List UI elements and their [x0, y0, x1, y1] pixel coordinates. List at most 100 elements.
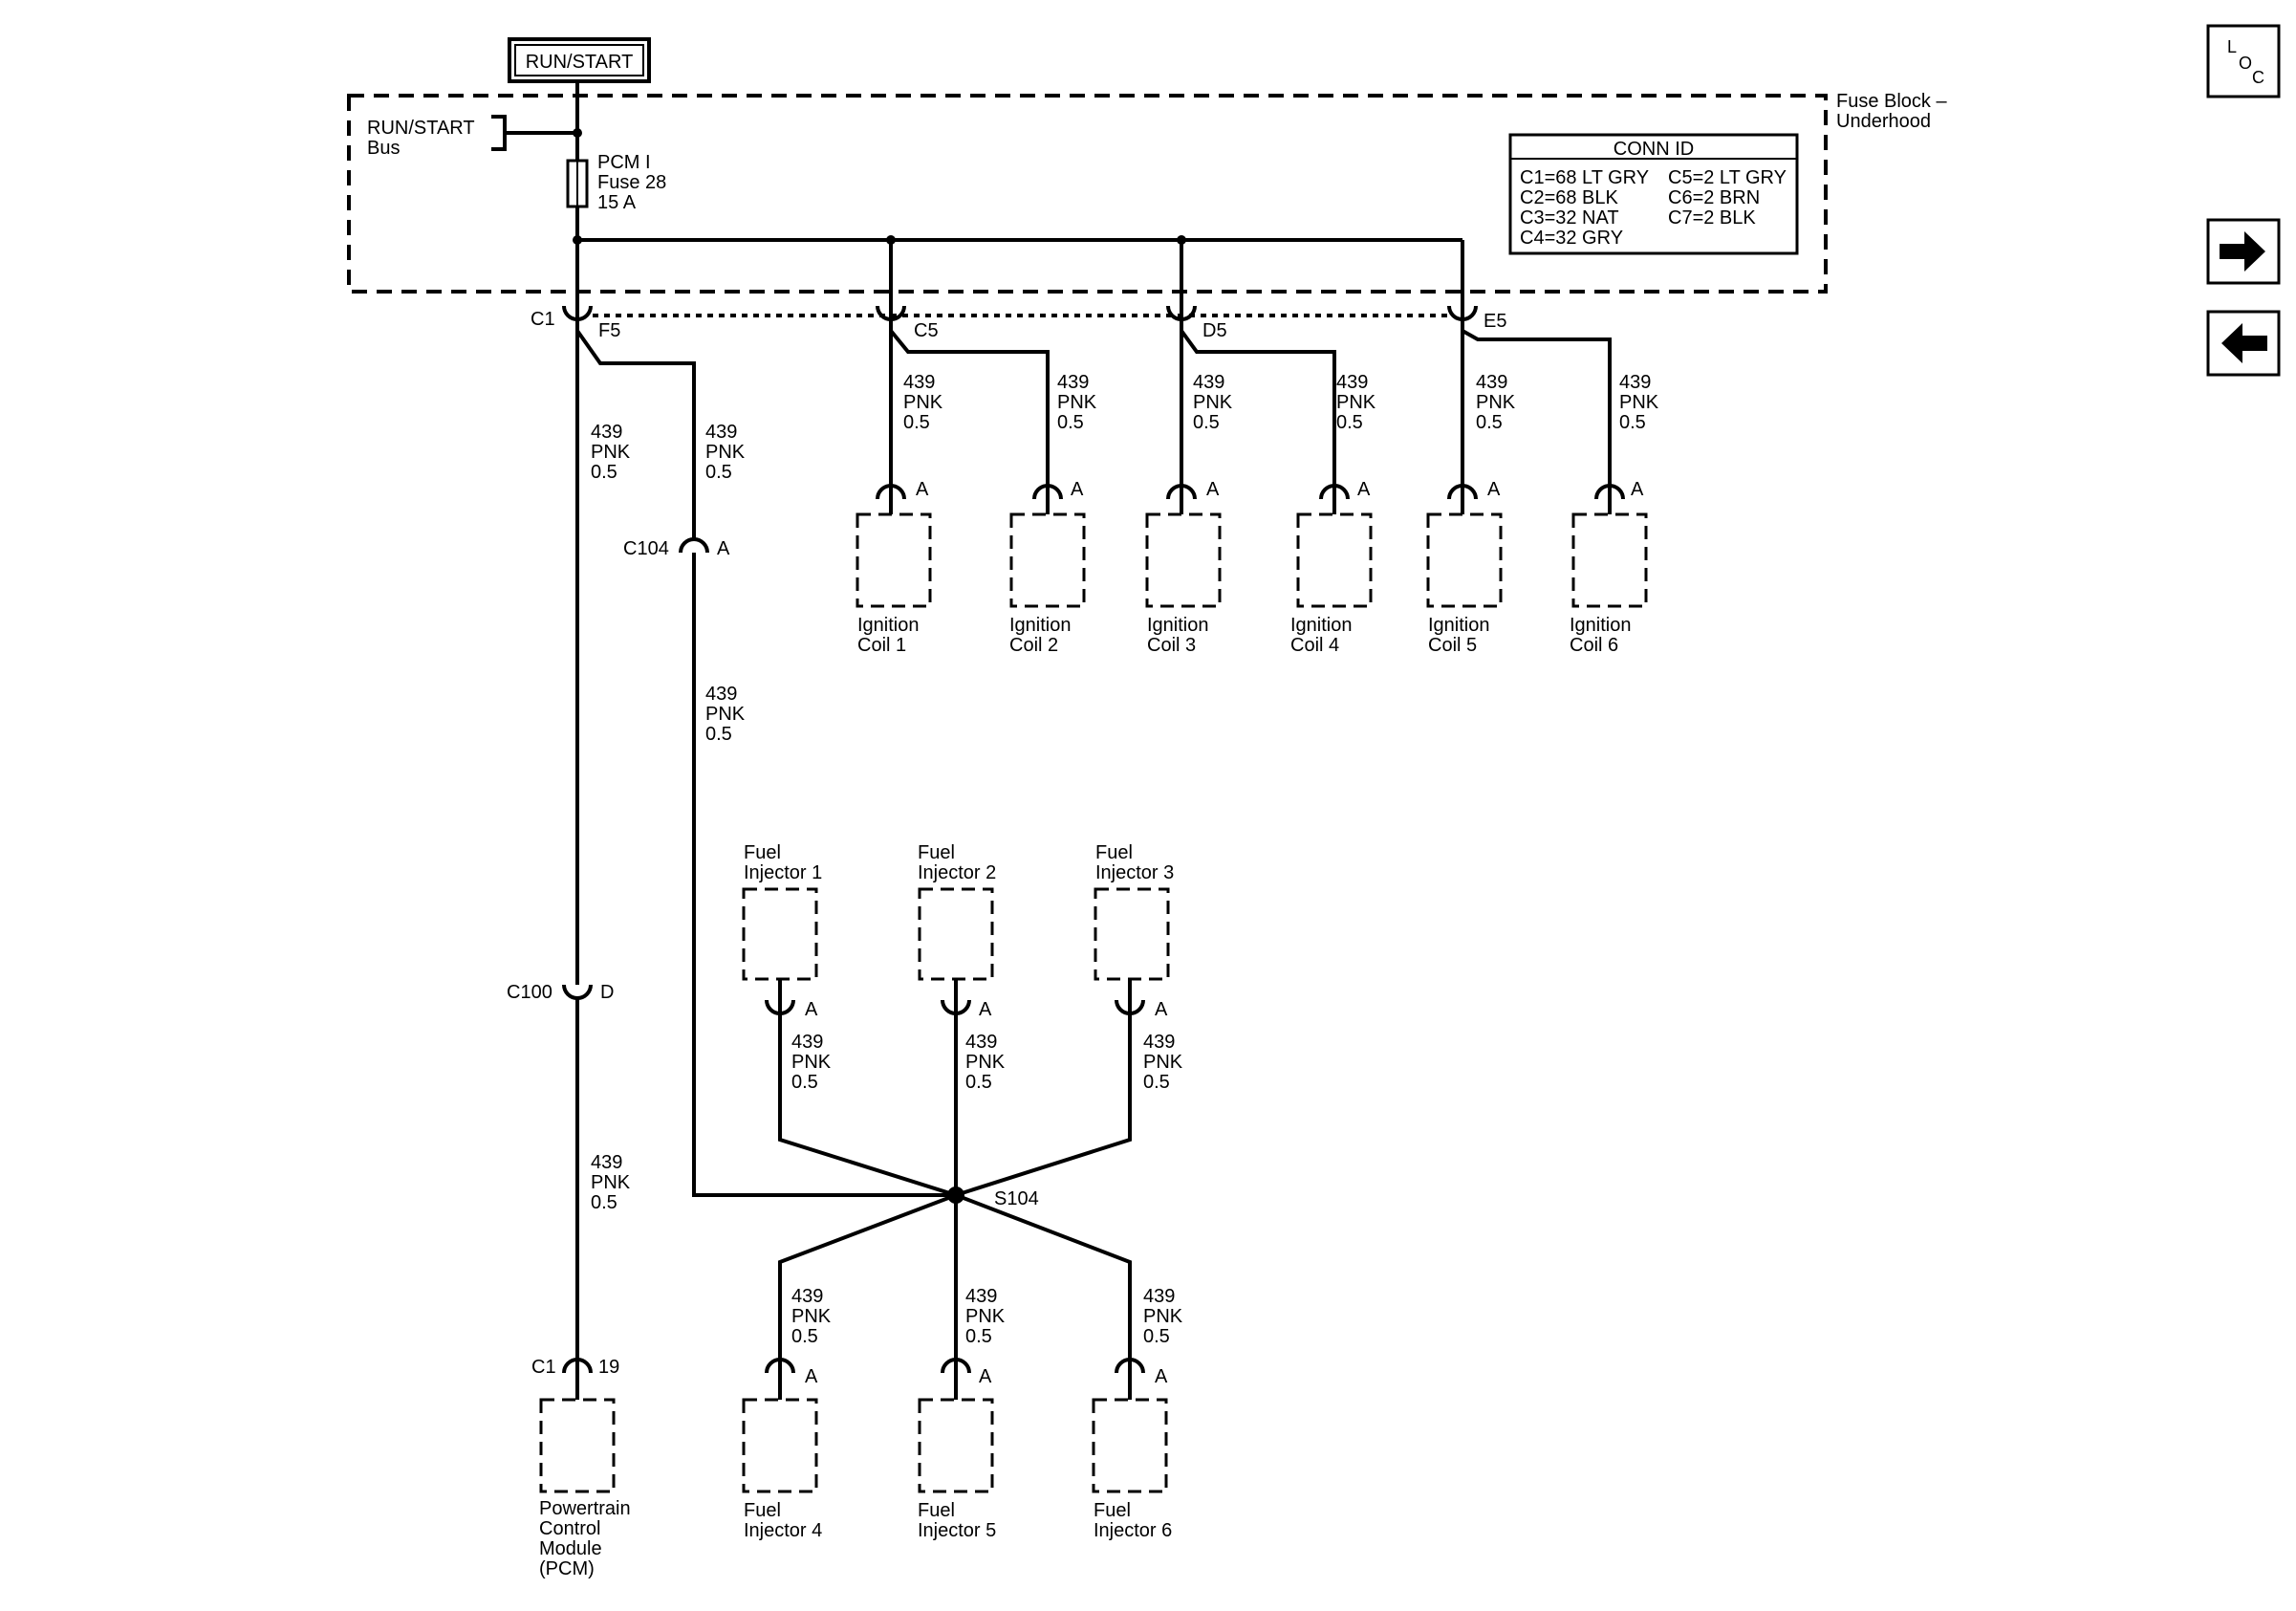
svg-text:PNK: PNK: [1057, 392, 1097, 413]
conn-id-table: CONN ID C1=68 LT GRY C2=68 BLK C3=32 NAT…: [1508, 133, 1799, 255]
fuse-name: PCM I: [597, 152, 651, 173]
conn-id-entry: C5=2 LT GRY: [1668, 167, 1787, 188]
svg-text:0.5: 0.5: [791, 1072, 818, 1093]
svg-text:PNK: PNK: [965, 1052, 1006, 1073]
s104-label: S104: [994, 1188, 1039, 1209]
svg-text:439: 439: [965, 1286, 997, 1307]
c5-label: C5: [914, 320, 939, 341]
svg-text:0.5: 0.5: [1193, 412, 1220, 433]
svg-text:Fuel: Fuel: [744, 842, 781, 863]
e5-connector: [1447, 305, 1478, 331]
svg-text:Powertrain: Powertrain: [539, 1498, 631, 1519]
c1-label: C1: [531, 309, 555, 330]
svg-text:439: 439: [791, 1286, 823, 1307]
bus-label: RUN/START: [367, 118, 475, 139]
c100-pin-label: D: [600, 982, 614, 1003]
svg-text:439: 439: [903, 372, 935, 393]
svg-text:PNK: PNK: [591, 1172, 631, 1193]
svg-text:439: 439: [1143, 1286, 1175, 1307]
fuse-block-title: Fuse Block –: [1836, 91, 1947, 112]
fuse-rating: 15 A: [597, 192, 637, 213]
loc-o-glyph: O: [2239, 54, 2252, 73]
arrow-right-icon: [2220, 231, 2265, 272]
svg-text:A: A: [805, 1366, 818, 1387]
svg-text:PNK: PNK: [791, 1306, 832, 1327]
run-start-supply: RUN/START: [508, 37, 651, 83]
svg-text:Injector 6: Injector 6: [1094, 1520, 1172, 1541]
svg-text:Coil 6: Coil 6: [1570, 635, 1618, 656]
fuse-number: Fuse 28: [597, 172, 666, 193]
pcm-module: Powertrain Control Module (PCM): [539, 1358, 631, 1579]
svg-text:Injector 5: Injector 5: [918, 1520, 996, 1541]
arrow-left-icon: [2221, 323, 2267, 363]
svg-text:0.5: 0.5: [705, 724, 732, 745]
svg-text:PNK: PNK: [1143, 1306, 1183, 1327]
back-button[interactable]: [2206, 310, 2281, 377]
svg-text:439: 439: [1476, 372, 1507, 393]
svg-text:439: 439: [965, 1032, 997, 1053]
d5-connector: [1166, 305, 1197, 331]
c104-pin-label: A: [717, 538, 730, 559]
svg-text:A: A: [979, 1366, 992, 1387]
svg-text:0.5: 0.5: [965, 1072, 992, 1093]
e5-label: E5: [1484, 311, 1506, 332]
c104-connector: [679, 537, 709, 583]
svg-text:439: 439: [1193, 372, 1224, 393]
c100-connector: [562, 968, 593, 1000]
run-start-label: RUN/START: [526, 52, 634, 73]
forward-button[interactable]: [2206, 218, 2281, 285]
svg-text:Ignition: Ignition: [857, 615, 920, 636]
conn-id-entry: C4=32 GRY: [1520, 228, 1623, 249]
svg-text:A: A: [805, 999, 818, 1020]
svg-text:0.5: 0.5: [591, 1192, 617, 1213]
svg-text:A: A: [1487, 479, 1501, 500]
conn-id-entry: C7=2 BLK: [1668, 207, 1756, 229]
svg-text:439: 439: [705, 422, 737, 443]
svg-text:Injector 3: Injector 3: [1095, 862, 1174, 883]
svg-text:Injector 4: Injector 4: [744, 1520, 822, 1541]
svg-text:Module: Module: [539, 1538, 602, 1559]
locator-button[interactable]: L O C: [2206, 24, 2281, 98]
svg-text:Coil 1: Coil 1: [857, 635, 906, 656]
svg-text:PNK: PNK: [965, 1306, 1006, 1327]
svg-text:0.5: 0.5: [1619, 412, 1646, 433]
conn-id-title: CONN ID: [1614, 139, 1694, 160]
bus-bracket: [491, 115, 577, 151]
svg-text:A: A: [916, 479, 929, 500]
svg-text:PNK: PNK: [1143, 1052, 1183, 1073]
svg-text:PNK: PNK: [1193, 392, 1233, 413]
svg-text:Coil 3: Coil 3: [1147, 635, 1196, 656]
svg-text:439: 439: [1057, 372, 1089, 393]
svg-text:0.5: 0.5: [591, 462, 617, 483]
conn-id-entry: C6=2 BRN: [1668, 187, 1760, 208]
svg-text:0.5: 0.5: [903, 412, 930, 433]
svg-text:PNK: PNK: [705, 704, 746, 725]
bus-label-2: Bus: [367, 138, 400, 159]
svg-text:Ignition: Ignition: [1428, 615, 1490, 636]
svg-text:Ignition: Ignition: [1570, 615, 1632, 636]
svg-text:Injector 2: Injector 2: [918, 862, 996, 883]
svg-text:PNK: PNK: [1336, 392, 1376, 413]
conn-id-entry: C1=68 LT GRY: [1520, 167, 1649, 188]
s104-splice: [778, 1015, 1132, 1360]
svg-text:A: A: [1155, 999, 1168, 1020]
svg-text:A: A: [1071, 479, 1084, 500]
svg-text:Ignition: Ignition: [1290, 615, 1353, 636]
d5-label: D5: [1202, 320, 1227, 341]
svg-text:439: 439: [705, 684, 737, 705]
svg-text:0.5: 0.5: [1143, 1072, 1170, 1093]
svg-text:Ignition: Ignition: [1147, 615, 1209, 636]
